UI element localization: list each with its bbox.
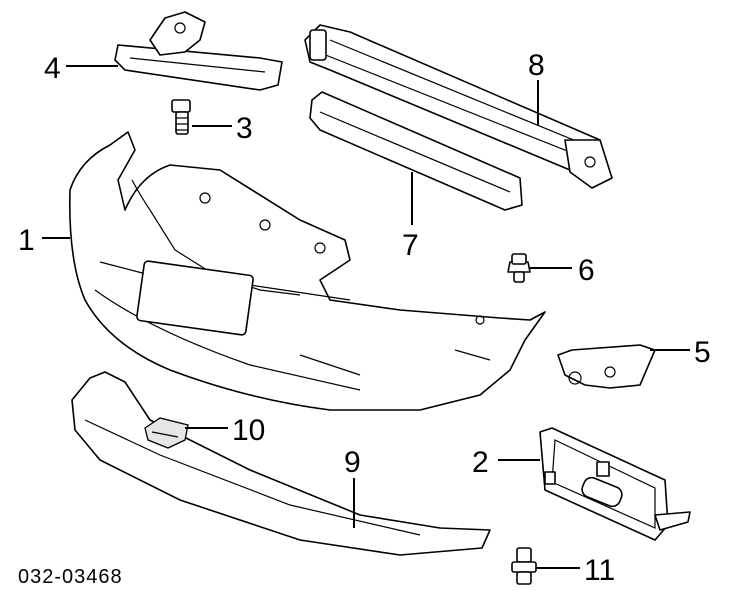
callout-6: 6 xyxy=(578,254,595,287)
part-6-clip xyxy=(507,253,531,283)
callout-labels: 1 2 3 4 5 6 7 8 9 10 11 xyxy=(18,49,711,587)
callout-9: 9 xyxy=(344,446,361,479)
callout-2: 2 xyxy=(472,446,489,479)
diagram-code: 032-03468 xyxy=(18,566,123,588)
part-7-absorber xyxy=(309,91,523,211)
callout-3: 3 xyxy=(236,112,253,145)
part-2-plate-bracket xyxy=(539,427,691,541)
part-5-bracket xyxy=(557,344,656,389)
callout-1: 1 xyxy=(18,224,35,257)
callout-10: 10 xyxy=(232,414,265,447)
part-8-beam xyxy=(304,24,613,189)
part-3-bolt xyxy=(171,99,191,135)
callout-11: 11 xyxy=(584,554,615,587)
leader-lines xyxy=(42,65,690,569)
part-1-bumper xyxy=(68,131,546,411)
callout-7: 7 xyxy=(402,229,419,262)
part-4-bracket xyxy=(114,11,283,91)
callout-8: 8 xyxy=(528,49,545,82)
callout-5: 5 xyxy=(694,336,711,369)
part-11-bolt xyxy=(511,547,537,585)
callout-4: 4 xyxy=(44,52,61,85)
part-10-clip xyxy=(144,417,189,449)
